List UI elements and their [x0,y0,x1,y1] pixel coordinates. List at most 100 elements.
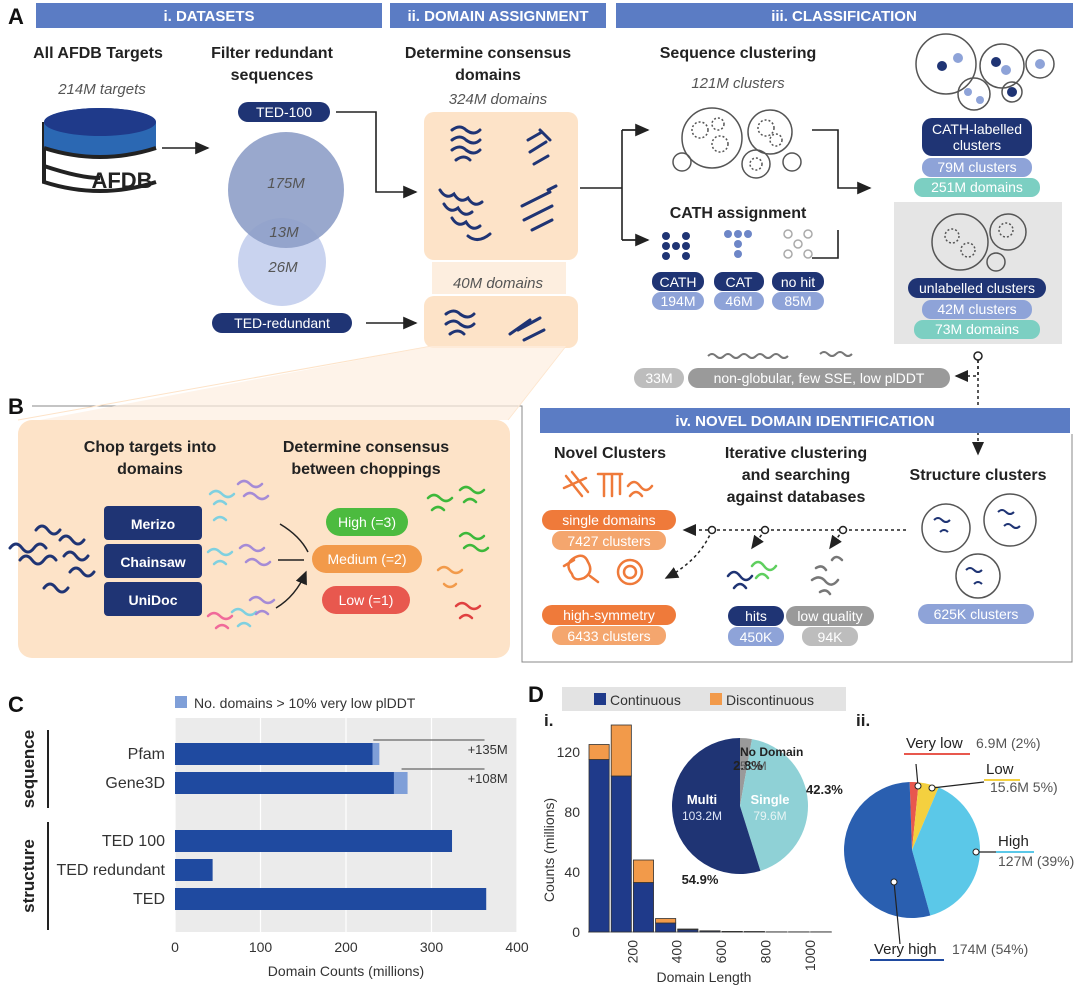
sym-clusters-pill [552,626,666,645]
y-tick-label: 80 [564,804,580,820]
merizo-label: Merizo [131,516,175,532]
y-tick-label: 0 [572,924,580,940]
pie1-value-single: 79.6M [753,809,786,823]
bar-pfam [175,743,373,765]
arrow-ted100 [336,111,418,199]
consensus-title-2: domains [455,67,521,84]
arrow-hits [751,529,766,550]
pie2-value-high: 127M (39%) [998,853,1074,869]
pie-plddt [843,782,981,919]
x-tick-label: 400 [505,939,529,955]
cath-label: CATH [659,274,696,290]
hits-value: 450K [740,629,773,645]
y-tick-label: 120 [557,744,581,760]
lq-value-pill [802,627,858,646]
seq-cluster-icon [672,107,802,179]
bar-continuous [610,775,632,933]
chart-c-annotations: +135M+108M [373,739,508,786]
cat-label: CAT [726,274,753,290]
no-hit-icon [783,229,813,259]
pie2-label-high: High [998,833,1029,850]
venn-overlap-value: 13M [269,224,299,241]
legend-discontinuous-swatch [710,693,722,705]
category-label: Pfam [128,746,165,763]
bar-continuous [655,922,677,933]
pie1-slice-single [740,739,809,871]
database-icon [42,108,157,193]
consensus-choppings-1: Determine consensus [283,439,449,456]
merizo-box [104,506,202,540]
iter-title-2: and searching [742,467,850,484]
pie2-slice-verylow [909,782,919,850]
consensus-domain-icons [426,485,490,620]
high-pill [326,508,408,536]
branch-node [973,351,983,361]
x-tick-label: 200 [624,940,640,964]
structure-group-label: structure [19,839,38,913]
domains-324: 324M domains [449,91,548,108]
legend-text-c: No. domains > 10% very low plDDT [194,695,416,711]
arrow-nonglob [954,360,979,382]
branch-lines [580,129,644,241]
annotation-text: +108M [468,771,508,786]
struct-count-pill [918,604,1034,624]
low-quality-label: low quality [797,608,862,624]
node-1 [707,525,717,535]
unlabelled-clusters: 42M clusters [937,301,1016,317]
low-pill [322,586,410,614]
chart-d-yticks: 0 40 80 120 [557,744,581,940]
node-2 [760,525,770,535]
structure-cluster-icon [921,493,1037,599]
bar-continuous [588,759,610,933]
nohit-value-pill [772,292,824,310]
pie1-pct-single: 42.3% [806,782,843,797]
low-quality-pill [786,606,874,626]
nonglob-count: 33M [645,370,672,386]
low-quality-icon [810,555,844,596]
single-domains-label: single domains [562,512,655,528]
pie2-dot-low [928,784,936,792]
labelled-clusters: 79M clusters [937,159,1016,175]
arrow-novel-sym [664,529,713,579]
legend-continuous: Continuous [610,692,681,708]
legend-d-box [562,687,846,711]
chainsaw-label: Chainsaw [120,554,185,570]
labelled-domains: 251M domains [931,179,1023,195]
cat-pill [714,272,764,291]
unidoc-label: UniDoc [129,592,178,608]
filter-title-2: sequences [231,67,314,84]
bar-gene3d [175,772,394,794]
medium-label: Medium (=2) [328,551,407,567]
ted-redundant-pill [212,313,352,333]
bar-ted-100 [175,830,453,852]
category-label: TED redundant [56,862,165,879]
single-clusters-pill [552,531,666,550]
iter-title-3: against databases [727,489,866,506]
pie2-leader-low [931,781,985,789]
subpanel-d-i: i. [544,711,553,730]
high-label: High (=3) [338,514,396,530]
peach-connector [432,262,566,294]
labelled-domains-pill [914,178,1040,197]
pie2-value-verylow: 6.9M (2%) [976,735,1041,751]
node-3 [838,525,848,535]
domains-40: 40M domains [453,275,544,292]
ted100-pill [238,102,330,122]
filter-title-1: Filter redundant [211,45,333,62]
labelled-cluster-icon [915,33,1055,111]
x-tick-label: 0 [171,939,179,955]
cath-hit-icon [662,232,690,260]
x-tick-label: 600 [713,940,729,964]
bar-discontinuous [655,918,677,924]
unlabelled-cluster-icon [931,213,1027,272]
cath-value-pill [652,292,704,310]
nohit-value: 85M [784,293,811,309]
chop-arrows [275,523,308,609]
low-label: Low (=1) [339,592,394,608]
legend-continuous-swatch [594,693,606,705]
panel-label-d: D [528,682,544,707]
chainsaw-box [104,544,202,578]
y-tick-label: 40 [564,864,580,880]
